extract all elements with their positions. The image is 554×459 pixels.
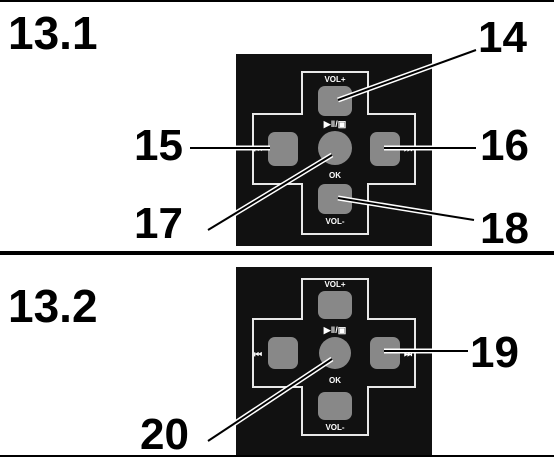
callout-14: 14: [478, 13, 527, 62]
callout-16: 16: [480, 121, 529, 170]
next-icon: ⏭: [404, 349, 413, 359]
vol-down-label: VOL-: [325, 217, 344, 226]
leader-17: [207, 154, 333, 231]
leader-20: [207, 358, 333, 442]
callout-17: 17: [134, 199, 183, 248]
vol-up-label: VOL+: [324, 75, 345, 84]
callout-15: 15: [134, 121, 183, 170]
vol-down-button: [318, 392, 352, 420]
dpad-outline: [252, 71, 416, 235]
prev-button: [268, 337, 298, 369]
dpad-outline: [252, 278, 416, 436]
panel-13-1: 13.1 VOL+ VOL- ▶‖/▣ OK ⏮ ⏭ 14 15 16 17 1…: [0, 0, 554, 253]
ok-label: OK: [329, 376, 341, 385]
callout-18: 18: [480, 204, 529, 253]
vol-up-button: [318, 291, 352, 319]
prev-icon: ⏮: [254, 349, 262, 359]
play-label: ▶‖/▣: [323, 325, 346, 335]
panel-13-2: 13.2 VOL+ VOL- ▶‖/▣ OK ⏮ ⏭ 19 20: [0, 253, 554, 457]
leader-14: [337, 49, 477, 101]
leader-18: [337, 197, 475, 221]
vol-down-label: VOL-: [325, 423, 344, 432]
callout-20: 20: [140, 410, 189, 459]
section-label: 13.1: [8, 7, 98, 59]
vol-up-label: VOL+: [324, 280, 345, 289]
callout-19: 19: [470, 328, 519, 377]
vol-down-button: [318, 184, 352, 214]
pad-diagram-2: VOL+ VOL- ▶‖/▣ OK ⏮ ⏭: [206, 278, 468, 444]
play-label: ▶‖/▣: [323, 119, 346, 129]
ok-label: OK: [329, 171, 341, 180]
pad-diagram-1: VOL+ VOL- ▶‖/▣ OK ⏮ ⏭: [190, 47, 477, 235]
vol-up-button: [318, 86, 352, 116]
section-label: 13.2: [8, 280, 98, 332]
prev-button: [268, 132, 298, 166]
